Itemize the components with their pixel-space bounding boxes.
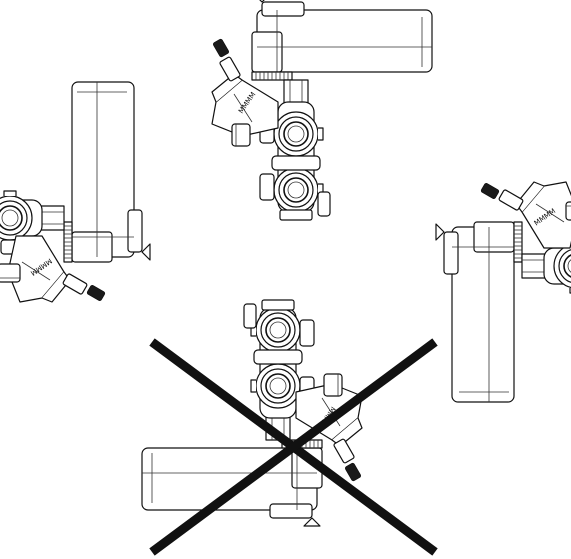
orientation-view-actuator-up (212, 0, 432, 220)
orientation-view-actuator-right (436, 182, 571, 402)
cross-mark-icon (149, 338, 438, 556)
orientation-view-actuator-left (0, 82, 150, 302)
